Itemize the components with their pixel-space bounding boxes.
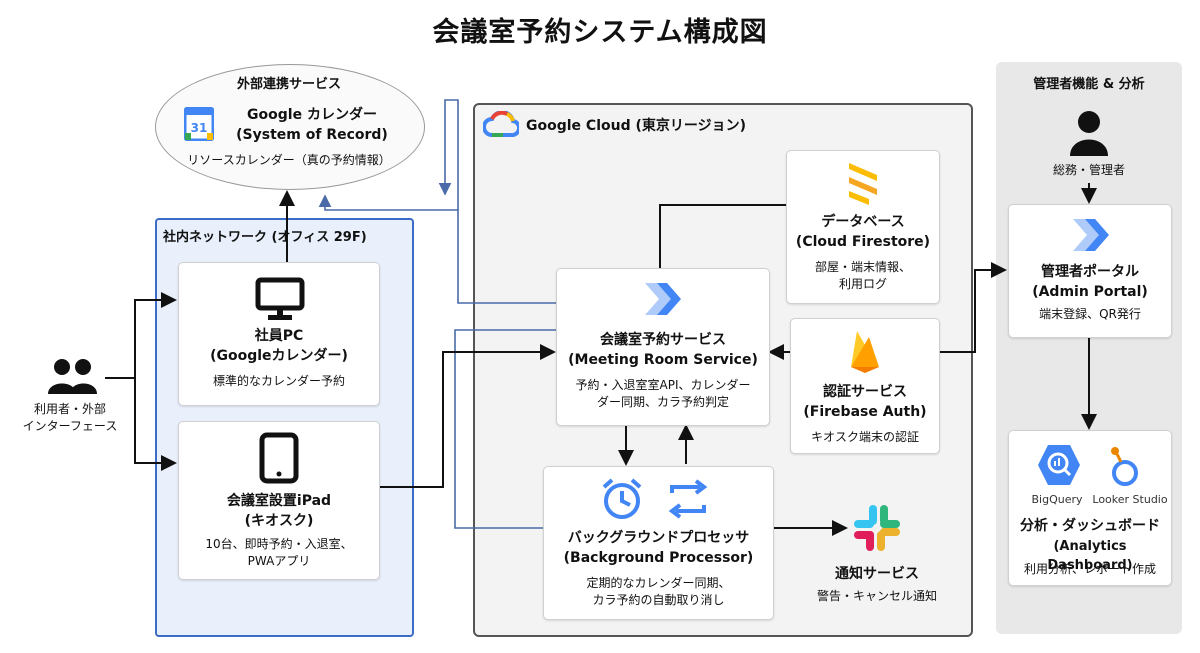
pc-title: 社員PC [254,328,304,344]
calendar-description: リソースカレンダー（真の予約情報） [187,153,391,167]
employee-pc-card: 社員PC (Googleカレンダー) 標準的なカレンダー予約 [178,262,380,406]
portal-subtitle: (Admin Portal) [1032,284,1148,300]
ipad-subtitle: (キオスク) [244,513,314,529]
bg-to-calendar-line [454,329,556,529]
ipad-to-service-arrow [378,344,556,488]
cloud-run-icon [643,279,683,323]
ipad-description-1: 10台、即時予約・入退室、 [205,537,353,551]
firebase-auth-card: 認証サービス (Firebase Auth) キオスク端末の認証 [790,318,940,454]
analytics-subtitle: (Analytics Dashboard) [1047,539,1133,573]
analytics-title: 分析・ダッシュボード [1020,518,1160,534]
svg-text:31: 31 [191,121,208,135]
calendar-subtitle: (System of Record) [236,127,388,143]
portal-description: 端末登録、QR発行 [1039,307,1141,321]
firestore-card: データベース (Cloud Firestore) 部屋・端末情報、 利用ログ [786,150,940,304]
monitor-icon [255,277,305,325]
bg-subtitle: (Background Processor) [563,550,754,566]
meeting-room-service-card: 会議室予約サービス (Meeting Room Service) 予約・入退室室… [556,268,770,426]
admin-portal-card: 管理者ポータル (Admin Portal) 端末登録、QR発行 [1008,204,1172,338]
db-subtitle: (Cloud Firestore) [795,234,931,250]
bigquery-icon [1037,443,1081,491]
bg-description-2: カラ予約の自動取り消し [592,593,725,607]
pc-subtitle: (Googleカレンダー) [210,348,348,364]
calendar-title: Google カレンダー [247,107,377,123]
auth-subtitle: (Firebase Auth) [803,404,927,420]
page-title: 会議室予約システム構成図 [432,17,768,48]
analytics-card: BigQuery Looker Studio 分析・ダッシュボード (Analy… [1008,430,1172,586]
notify-title: 通知サービス [835,566,919,582]
network-header: 社内ネットワーク (オフィス 29F) [163,230,367,245]
ipad-title: 会議室設置iPad [226,493,332,509]
tablet-icon [259,432,299,488]
service-description-1: 予約・入退室室API、カレンダー [575,378,751,392]
google-calendar-icon: 31 [183,106,215,142]
looker-label: Looker Studio [1092,493,1168,506]
sync-icon [666,479,710,523]
portal-title: 管理者ポータル [1041,264,1139,280]
firestore-icon [843,161,883,211]
slack-icon [852,503,902,557]
person-icon [1068,110,1110,160]
analytics-description: 利用分析、レポート作成 [1023,562,1156,576]
ipad-description-2: PWAアプリ [247,554,311,568]
looker-studio-icon [1107,445,1141,493]
db-description-1: 部屋・端末情報、 [814,260,911,274]
gcp-header: Google Cloud (東京リージョン) [526,118,746,134]
service-subtitle: (Meeting Room Service) [568,352,758,368]
db-description-2: 利用ログ [838,277,887,291]
notify-description: 警告・キャンセル通知 [816,589,937,603]
google-cloud-icon [482,110,522,141]
external-services-header: 外部連携サービス [236,77,341,92]
manager-label: 総務・管理者 [1052,163,1125,177]
background-processor-card: バックグラウンドプロセッサ (Background Processor) 定期的… [543,466,774,620]
bg-title: バックグラウンドプロセッサ [567,530,750,546]
users-icon [46,358,98,400]
db-title: データベース [821,214,905,230]
portal-icon [1071,215,1111,259]
users-to-ipad-arrow [105,377,177,471]
auth-to-portal-arrow [938,262,1007,353]
users-label-1: 利用者・外部 [33,402,106,416]
auth-description: キオスク端末の認証 [810,430,919,444]
firebase-icon [847,327,883,377]
service-title: 会議室予約サービス [600,332,726,348]
auth-title: 認証サービス [823,384,907,400]
pc-description: 標準的なカレンダー予約 [212,374,345,388]
bigquery-label: BigQuery [1031,493,1083,506]
kiosk-ipad-card: 会議室設置iPad (キオスク) 10台、即時予約・入退室、 PWAアプリ [178,421,380,580]
service-description-2: ダー同期、カラ予約判定 [596,395,729,409]
users-label-2: インターフェース [22,419,118,433]
bg-description-1: 定期的なカレンダー同期、 [586,576,731,590]
alarm-clock-icon [600,477,644,525]
users-to-pc-arrow [105,292,177,379]
service-to-db-line [659,204,786,268]
admin-header: 管理者機能 & 分析 [1033,77,1145,92]
